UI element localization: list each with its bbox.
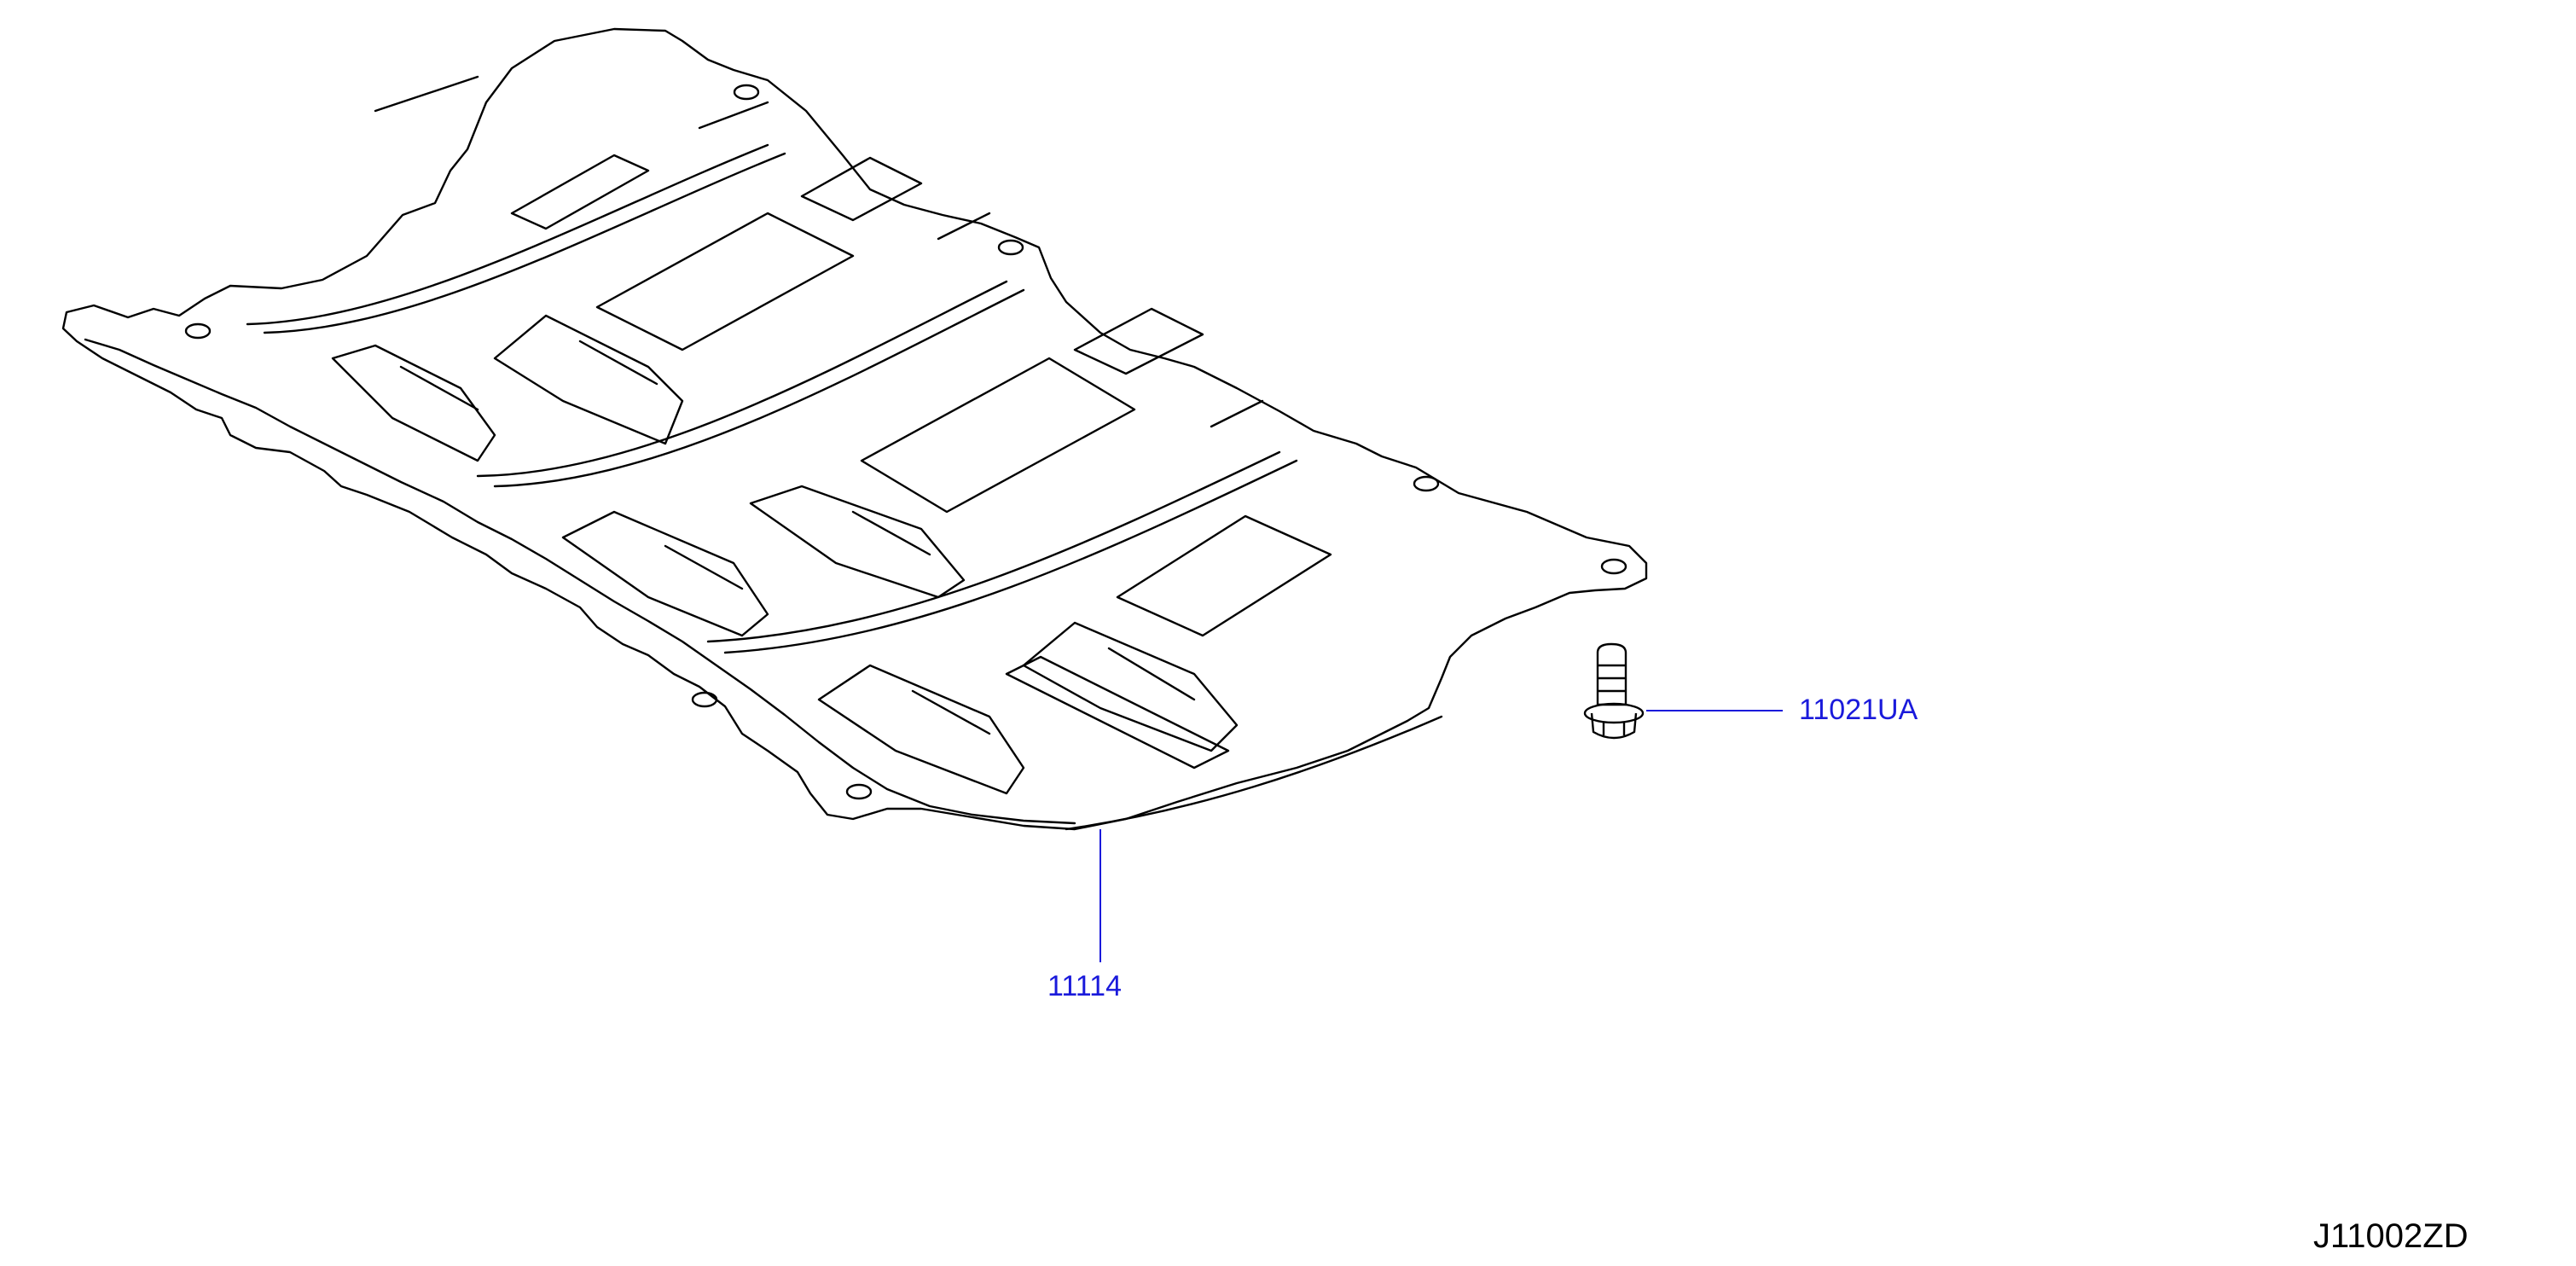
clip-ribs (1598, 664, 1626, 693)
undercover-outline (61, 27, 1648, 831)
diagram-code: J11002ZD (2313, 1217, 2469, 1255)
duct-pocket (817, 664, 1025, 795)
undercover-inner-edge (84, 338, 1076, 825)
rib-3b (723, 459, 1298, 654)
clip-fastener-drawing[interactable] (1583, 642, 1645, 740)
slot (800, 156, 923, 222)
slot (595, 212, 855, 351)
clip-shank (1596, 642, 1627, 706)
rib-1b (263, 152, 786, 334)
bolt-hole (1413, 475, 1440, 492)
bolt-hole (845, 783, 873, 800)
duct-pocket (331, 344, 496, 462)
bolt-hole (1600, 558, 1627, 575)
duct-pocket (493, 314, 684, 445)
duct-pocket (561, 510, 769, 637)
bolt-hole (997, 239, 1024, 256)
slot (1073, 307, 1204, 375)
bolt-hole (184, 322, 212, 340)
slot (510, 154, 650, 230)
slot (1005, 655, 1230, 769)
pocket-detail (399, 340, 1196, 735)
front-rim (1065, 715, 1443, 831)
rib-1 (246, 143, 769, 326)
duct-pocket (1022, 621, 1239, 752)
rib-2 (476, 280, 1008, 478)
flange-detail (374, 75, 1264, 428)
bolt-hole (733, 84, 760, 101)
clip-flange (1583, 702, 1645, 724)
slot (1116, 514, 1332, 637)
part-number-label-clip[interactable]: 11021UA (1799, 694, 1918, 726)
clip-head-detail (1602, 722, 1626, 735)
engine-undercover-drawing[interactable] (61, 27, 1648, 831)
part-number-label-pan[interactable]: 11114 (1047, 970, 1122, 1002)
clip-head (1590, 712, 1638, 740)
slot (860, 357, 1136, 514)
bolt-hole (691, 691, 718, 708)
rib-3 (706, 450, 1281, 643)
duct-pocket (749, 485, 966, 599)
rib-2b (493, 288, 1025, 488)
